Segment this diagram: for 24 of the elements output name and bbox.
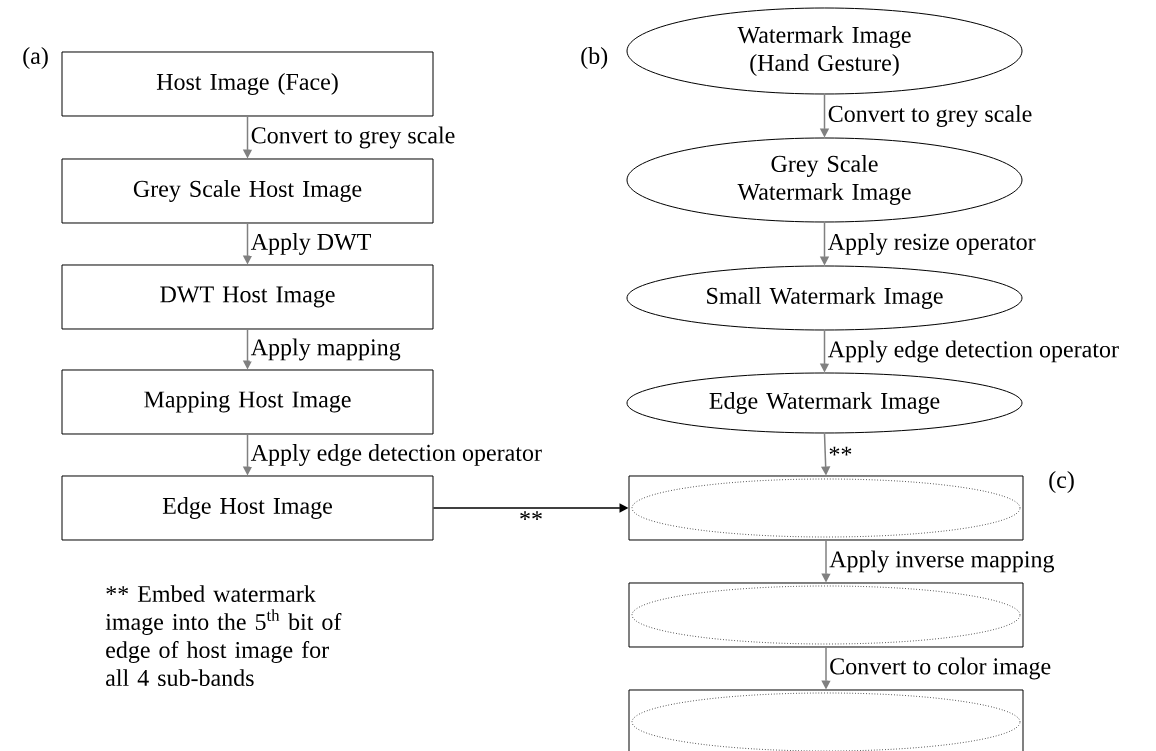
panel-label: (b) [581, 47, 608, 69]
edge-label: Convert to grey scale [249, 125, 457, 150]
edge-label: Apply edge detection operator [826, 339, 1120, 364]
edge-label: Apply DWT [249, 232, 373, 256]
ellipse-node: Small Watermark Image [626, 265, 1023, 331]
process-box: Host Image (Face) [61, 51, 434, 117]
edge-label: Apply inverse mapping [828, 549, 1056, 574]
edge-label: ** [827, 445, 854, 464]
process-box: DWT Host Image [61, 264, 434, 330]
edge-label: Convert to color image [828, 656, 1053, 681]
process-box: Edge Host Image [61, 475, 434, 541]
edge-label: Apply edge detection operator [249, 443, 543, 467]
panel-label: (c) [1049, 471, 1074, 493]
panel-label: (a) [23, 47, 48, 69]
edge-label: ** [518, 510, 544, 528]
footnote: ** Embed watermark image into the 5$^{th}$ bit of edge of host image for all 4 sub-bands [105, 585, 342, 687]
process-box: Grey Scale Host Image [61, 158, 434, 224]
process-box: Mapping Host Image [61, 369, 434, 435]
ellipse-node: Grey Scale Watermark Image [626, 137, 1023, 223]
edge-label: Convert to grey scale [826, 104, 1034, 128]
edge-label: Apply mapping [249, 337, 402, 362]
ellipse-node: Edge Watermark Image [626, 372, 1023, 434]
edge-label: Apply resize operator [826, 232, 1037, 256]
ellipse-node: Watermark Image (Hand Gesture) [626, 7, 1023, 95]
